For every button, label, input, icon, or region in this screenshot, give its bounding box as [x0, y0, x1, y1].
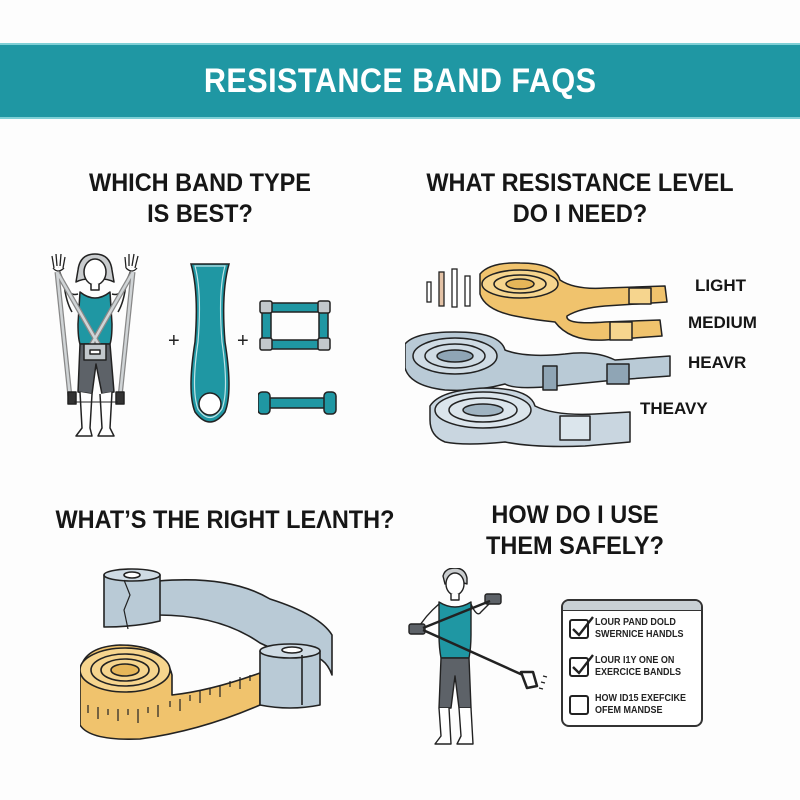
- checklist-line: LOUR PAND DOLD: [595, 617, 676, 628]
- level-label-light: LIGHT: [695, 276, 746, 295]
- checklist-line: OFEM MANDSE: [595, 705, 663, 716]
- level-label-heavy: HEAVR: [688, 353, 747, 372]
- checklist-item-text: HOW ID15 EXEFCIKE OFEM MANDSE: [595, 693, 686, 717]
- handle-bands-icon: [258, 300, 337, 415]
- checklist-line: EXERCICE BANDLS: [595, 667, 682, 678]
- level-label-extra-heavy: THEAVY: [640, 399, 708, 418]
- checklist-header-bar: [563, 601, 701, 611]
- faq-title-line: THEM SAFELY?: [485, 532, 665, 560]
- header-banner: RESISTANCE BAND FAQS: [0, 43, 800, 119]
- faq-title-line: WHICH BAND TYPE: [89, 169, 311, 197]
- checkbox-unchecked[interactable]: [569, 695, 589, 715]
- resistance-bars-icon: [426, 268, 471, 308]
- checklist-line: SWERNICE HANDLS: [595, 629, 684, 640]
- faq-title-line: DO I NEED?: [512, 200, 648, 228]
- faq-title-line: IS BEST?: [147, 200, 253, 228]
- checkbox-checked[interactable]: [569, 616, 594, 639]
- checklist-item-text: LOUR I1Y ONE ON EXERCICE BANDLS: [595, 655, 681, 679]
- page-title: RESISTANCE BAND FAQS: [203, 61, 597, 100]
- measuring-tape-icon: [80, 568, 333, 741]
- checklist-item[interactable]: LOUR I1Y ONE ON EXERCICE BANDLS: [563, 649, 701, 687]
- checklist-line: LOUR I1Y ONE ON: [595, 655, 675, 666]
- loop-band-icon: [190, 263, 230, 423]
- checklist-item[interactable]: HOW ID15 EXEFCIKE OFEM MANDSE: [563, 687, 701, 725]
- safety-checklist: LOUR PAND DOLD SWERNICE HANDLS LOUR I1Y …: [561, 599, 703, 727]
- faq-title-resistance-level: WHAT RESISTANCE LEVEL DO I NEED?: [411, 168, 749, 230]
- faq-title-band-type: WHICH BAND TYPE IS BEST?: [50, 168, 351, 230]
- faq-title-line: HOW DO I USE: [491, 501, 659, 529]
- person-with-tube-bands-icon: [51, 253, 139, 437]
- checklist-item-text: LOUR PAND DOLD SWERNICE HANDLS: [595, 617, 684, 641]
- resistance-bands-coiled-icon: [405, 262, 671, 448]
- checkbox-checked[interactable]: [569, 654, 594, 677]
- plus-separator: +: [168, 330, 180, 352]
- faq-title-safety: HOW DO I USE THEM SAFELY?: [462, 500, 688, 562]
- checklist-line: HOW ID15 EXEFCIKE: [595, 693, 687, 704]
- checklist-item[interactable]: LOUR PAND DOLD SWERNICE HANDLS: [563, 611, 701, 649]
- faq-title-line: WHAT RESISTANCE LEVEL: [426, 169, 734, 197]
- person-exercising-icon: [408, 568, 548, 745]
- faq-title-length: WHAT’S THE RIGHT LEɅNTH?: [55, 506, 395, 534]
- plus-separator: +: [237, 330, 249, 352]
- level-label-medium: MEDIUM: [688, 313, 757, 332]
- checkmark-icon: [572, 616, 594, 637]
- checkmark-icon: [572, 654, 594, 675]
